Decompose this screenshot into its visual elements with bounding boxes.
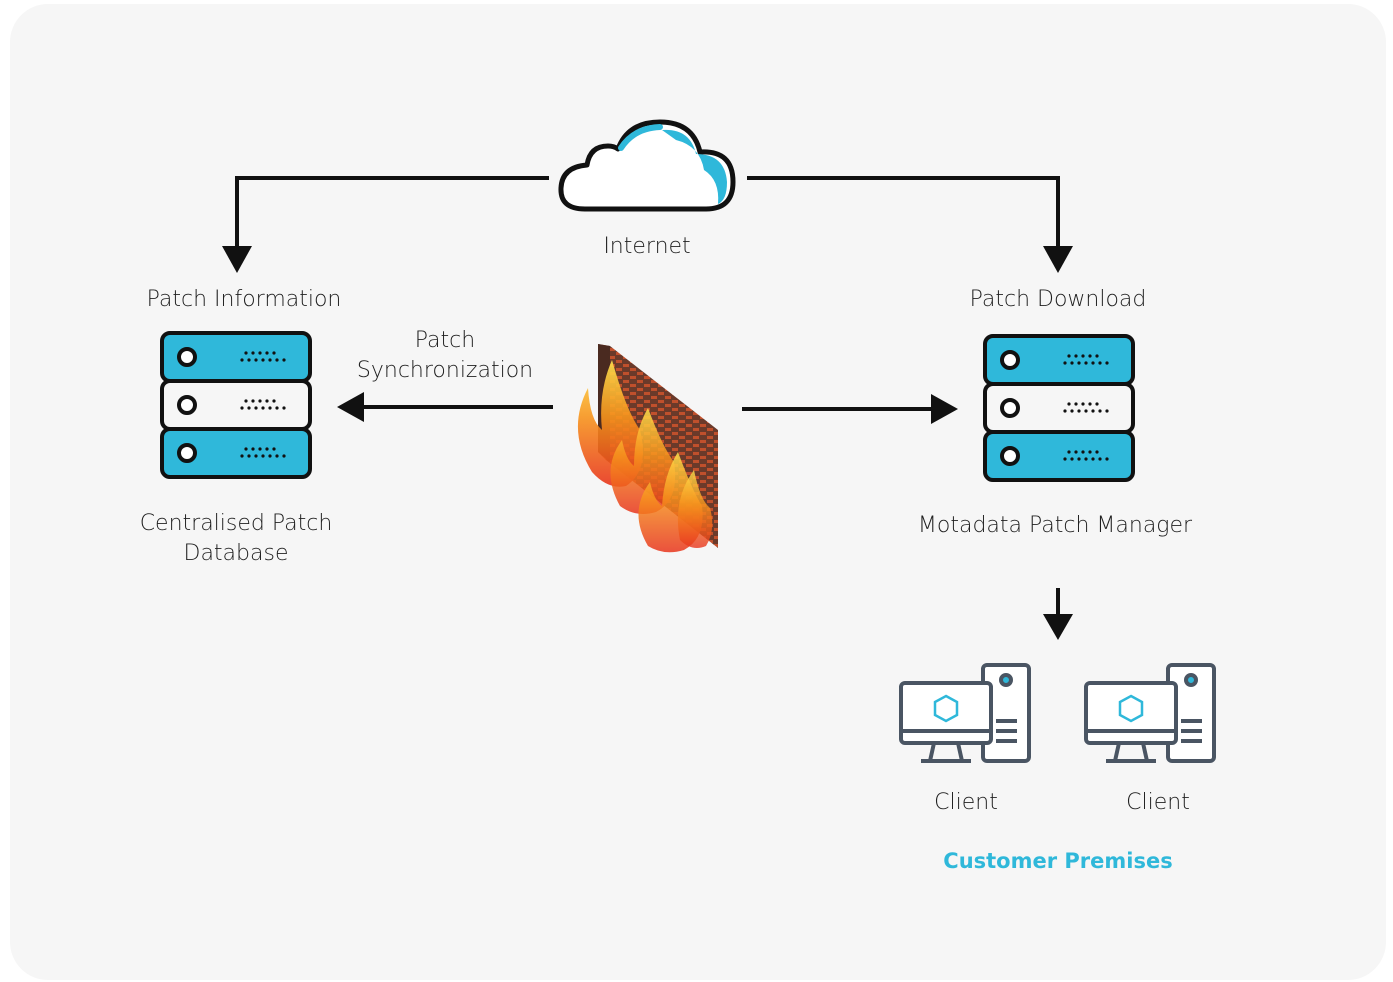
patch-sync-label-line2: Synchronization [356,358,534,383]
client-computer-icon [1084,663,1216,763]
server-icon [983,334,1135,482]
patch-information-label: Patch Information [146,287,342,312]
client-label: Client [934,790,998,815]
patch-download-label: Patch Download [969,287,1147,312]
patch-manager-label: Motadata Patch Manager [917,513,1193,538]
customer-premises-label: Customer Premises [943,849,1173,873]
central-db-label-line1: Centralised Patch [139,511,333,536]
client-label: Client [1126,790,1190,815]
server-icon [160,331,312,479]
internet-label: Internet [603,234,691,259]
arrowhead-patch-information [222,246,252,273]
arrowhead-central-db [337,392,364,422]
firewall-icon [577,344,718,553]
client-computer-icon [899,663,1031,763]
arrow-internet-to-patch-information [235,176,549,250]
arrowhead-clients [1043,614,1073,640]
arrowhead-patch-manager [931,394,958,424]
cloud-icon [558,119,736,212]
central-db-label-line2: Database [183,541,289,566]
arrowhead-patch-download [1043,246,1073,273]
arrow-internet-to-patch-download [747,176,1060,250]
patch-sync-label-line1: Patch [414,328,476,353]
